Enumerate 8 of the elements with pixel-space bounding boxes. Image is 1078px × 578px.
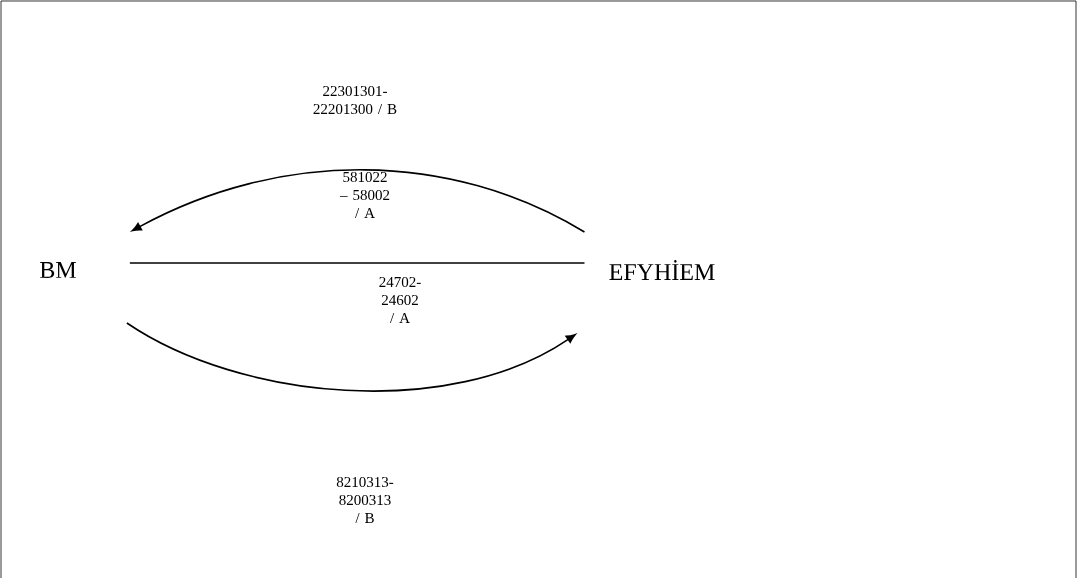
number-label: 8210313-8200313 / B bbox=[336, 476, 394, 524]
node-label: BM bbox=[40, 262, 76, 278]
arrow bbox=[131, 169, 586, 233]
number-label: 22301301-22201300 / B bbox=[313, 85, 397, 115]
number-label: 24702-24602 / A bbox=[379, 276, 421, 324]
arrow bbox=[126, 322, 576, 392]
number-label: 581022 – 58002 / A bbox=[339, 171, 390, 219]
node-label: EFYHİEM bbox=[609, 260, 715, 280]
